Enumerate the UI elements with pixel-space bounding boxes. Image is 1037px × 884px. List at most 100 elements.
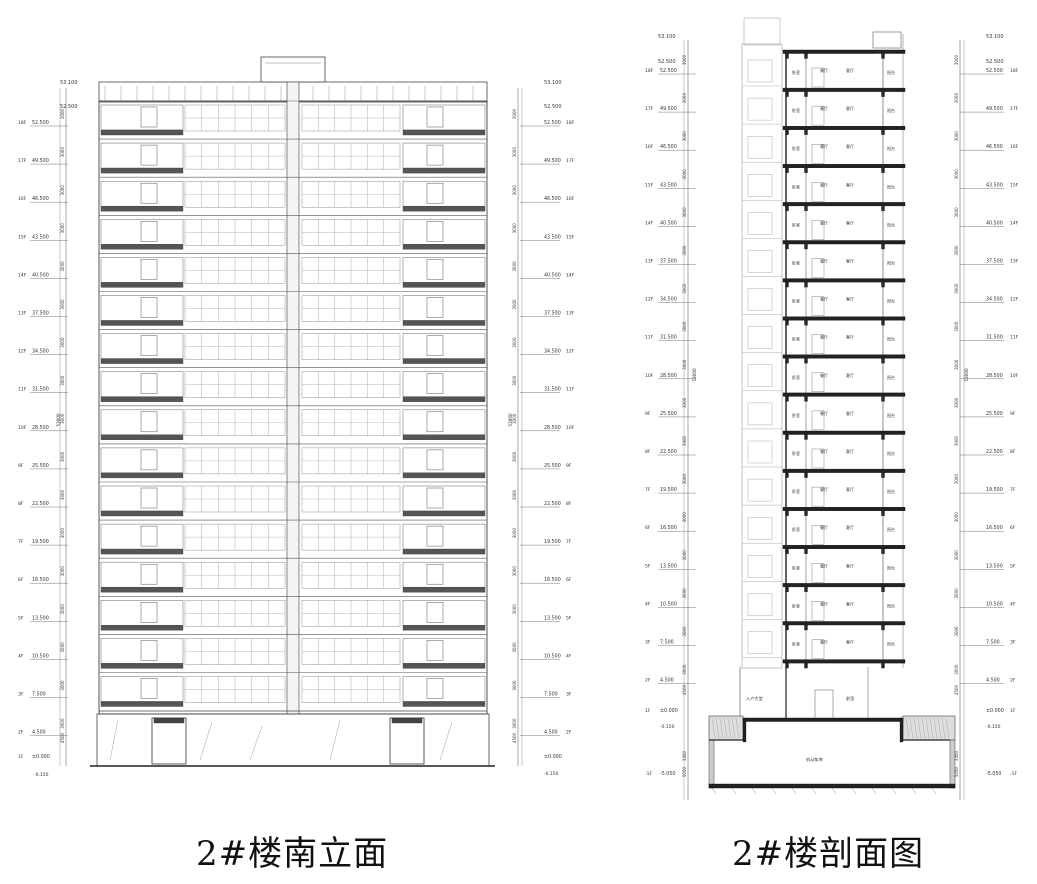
section-floor-elevation: 25.500	[986, 411, 1003, 417]
section-floor-elevation: 7.500	[660, 640, 674, 646]
floor-label: 7F	[566, 539, 572, 545]
fill-hatch	[715, 717, 720, 739]
room-label-entry-lobby: 入户大堂	[746, 695, 763, 702]
room-label-dining: 餐厅	[820, 410, 828, 416]
story-height-label: 3000	[512, 451, 517, 462]
floor-label: 6F	[566, 577, 572, 583]
floor-elevation-label: 4.500	[544, 730, 558, 736]
floor-elevation-label: 7.500	[32, 692, 46, 698]
section-floor-elevation: 4.500	[660, 678, 674, 684]
floor-label: 13F	[566, 311, 575, 317]
section-floor-elevation: 22.500	[660, 449, 677, 455]
room-label-dining: 餐厅	[820, 524, 828, 530]
elevation-window-door-right	[426, 411, 444, 433]
section-caption: 2#楼剖面图	[732, 834, 925, 874]
story-height-label: 3000	[60, 642, 65, 653]
section-floor-label: 18F	[645, 68, 654, 74]
section-basement-level: -5.050	[986, 771, 1001, 777]
section-door	[811, 296, 825, 316]
story-height-label: 3000	[60, 451, 65, 462]
floor-elevation-label: 13.500	[32, 615, 49, 621]
section-story-height: 3000	[682, 131, 687, 142]
section-story-height: 3000	[682, 245, 687, 256]
section-floor-elevation: 34.500	[986, 297, 1003, 303]
section-door	[811, 448, 825, 469]
story-height-label: 3000	[512, 489, 517, 500]
elevation-balcony-rail-right	[402, 625, 486, 631]
elevation-window-right	[402, 676, 486, 702]
section-floor-label: 12F	[1010, 297, 1019, 303]
room-label-living: 客厅	[846, 600, 854, 606]
story-height-label: 3000	[60, 185, 65, 196]
section-floor-elevation: 10.500	[986, 601, 1003, 607]
elevation-window-right	[402, 600, 486, 626]
elevation-window-right	[402, 485, 486, 512]
floor-label: 15F	[18, 234, 27, 240]
section-story-height: 3000	[954, 588, 959, 599]
elevation-balcony-rail-left	[100, 244, 184, 250]
section-facade-window	[747, 364, 773, 387]
section-story-height: 3000	[954, 512, 959, 523]
section-story-height: 3000	[954, 54, 959, 65]
fill-hatch	[913, 717, 918, 739]
section-overall-height: 53000	[692, 368, 697, 382]
room-label-balcony: 阳台	[887, 221, 895, 227]
section-floor-label: 6F	[645, 525, 651, 531]
elevation-entrance-lintel	[153, 717, 185, 724]
earth-hatch	[871, 787, 877, 795]
room-label-living: 客厅	[846, 219, 854, 225]
floor-label: 15F	[566, 234, 575, 240]
podium-hatch	[439, 721, 453, 761]
section-story-height: 3000	[954, 435, 959, 446]
elevation-balcony-rail-right	[402, 472, 486, 479]
room-label-bedroom: 卧室	[792, 260, 800, 266]
section-beam	[785, 662, 789, 669]
elevation-window-left	[100, 295, 184, 321]
elevation-window-left	[100, 523, 184, 550]
ground-floor-label: 1F	[18, 754, 24, 760]
overall-height-label: 53000	[56, 413, 61, 427]
section-floor-label: 3F	[1010, 640, 1016, 646]
ground-height-label: 4500	[512, 732, 517, 743]
room-label-living: 客厅	[846, 105, 854, 111]
room-label-bedroom: 卧室	[792, 107, 800, 113]
floor-label: 18F	[18, 120, 27, 126]
elevation-balcony-rail-right	[402, 358, 486, 364]
section-floor-elevation: 31.500	[986, 335, 1003, 341]
elevation-window-door-right	[426, 678, 444, 699]
fill-hatch	[719, 717, 724, 739]
section-floor-elevation: 46.500	[986, 144, 1003, 150]
section-penthouse	[872, 31, 902, 49]
section-floor-label: 2F	[645, 678, 651, 684]
story-height-label: 3000	[60, 261, 65, 272]
section-floor-label: 7F	[1010, 487, 1016, 493]
elevation-window-right	[402, 104, 486, 131]
room-label-dining: 餐厅	[820, 219, 828, 225]
elevation-balcony-rail-right	[402, 396, 486, 402]
story-height-label: 3000	[512, 108, 517, 119]
elevation-window-right	[402, 638, 486, 664]
section-story-height: 3000	[682, 321, 687, 332]
section-story-height: 3000	[954, 397, 959, 408]
room-label-bedroom: 卧室	[792, 526, 800, 532]
story-height-label: 3000	[60, 680, 65, 691]
section-slab	[782, 164, 906, 169]
elevation-balcony-rail-left	[100, 701, 184, 707]
section-floor-elevation: 13.500	[986, 563, 1003, 569]
room-label-balcony: 阳台	[887, 602, 895, 608]
room-label-bedroom: 卧室	[792, 69, 800, 75]
section-story-height: 3000	[954, 664, 959, 675]
elevation-balcony-rail-left	[100, 510, 184, 517]
section-floor-elevation: 13.500	[660, 563, 677, 569]
section-story-height: 3000	[954, 550, 959, 561]
room-label-living: 客厅	[846, 410, 854, 416]
section-roof-label: 52.500	[658, 59, 676, 65]
section-ground-label: 1F	[645, 708, 651, 714]
room-label-living: 客厅	[846, 562, 854, 568]
section-door	[811, 143, 825, 164]
section-floor-elevation: 4.500	[986, 678, 1000, 684]
elevation-balcony-rail-right	[402, 320, 486, 326]
section-floor-label: 18F	[1010, 68, 1019, 74]
floor-elevation-label: 37.500	[32, 311, 49, 317]
